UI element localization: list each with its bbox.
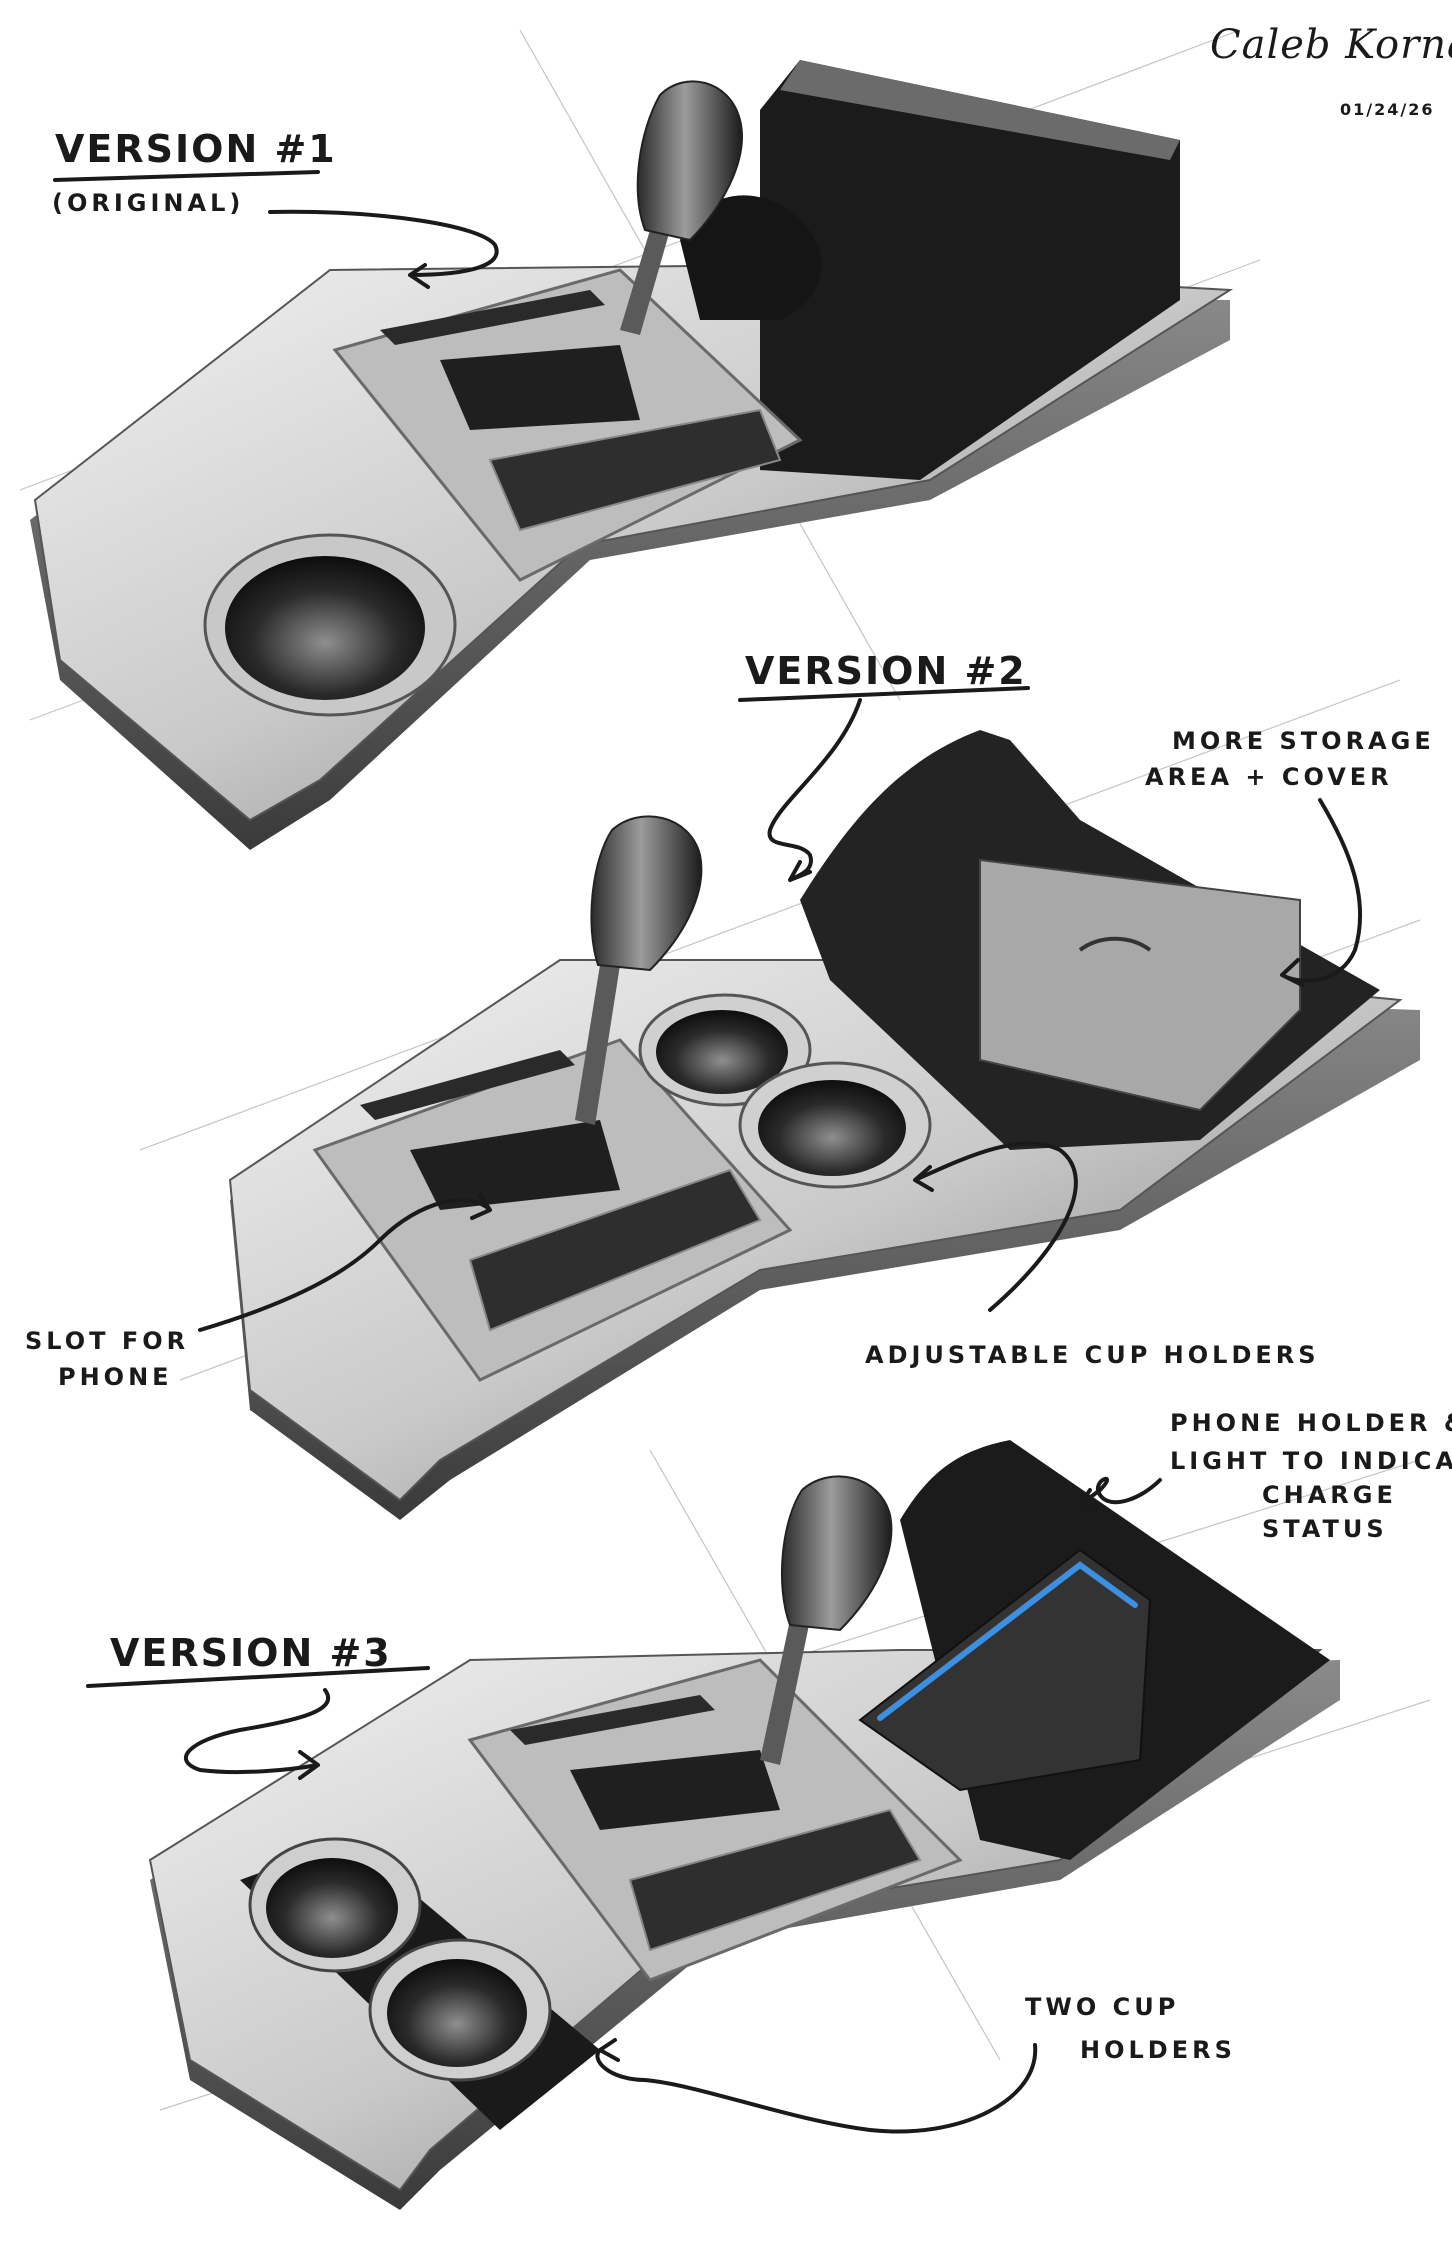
storage-cover [979,858,1301,1112]
signature-name: Caleb Kornau [1210,22,1452,68]
version3-arrow [184,1688,331,1780]
cupholder-1 [266,1858,398,1958]
signature-date: 01/24/26 [1340,100,1435,119]
cupholder-note: ADJUSTABLE CUP HOLDERS [865,1341,1320,1369]
phone-note-line3: CHARGE [1262,1481,1397,1509]
slot-note-line2: PHONE [58,1363,173,1391]
version2-title: VERSION #2 [745,649,1027,693]
slot-arrow [198,1193,492,1332]
cupholder-front [225,556,425,700]
phone-note-line1: PHONE HOLDER & [1170,1409,1452,1437]
version2-underline [738,686,1030,702]
version1-subtitle: (ORIGINAL) [52,189,245,217]
version1-title: VERSION #1 [55,127,337,171]
version2-arrow [767,698,862,882]
phone-note-line4: STATUS [1262,1515,1388,1543]
shifter-bezel [467,1658,963,1982]
annotation-strokes [53,170,1363,2134]
phone-arrow [1078,1476,1162,1512]
storage-arrow [1280,798,1363,987]
phone-slot [468,1168,762,1332]
version3-underline [86,1666,430,1688]
shifter-bezel [332,268,803,582]
storage-bin [760,60,1180,480]
cupholder-arrow [913,1141,1078,1312]
cupholder-2 [387,1959,527,2067]
version1-arrow [268,209,499,289]
console-version-3 [148,1440,1340,2210]
phone-holder [858,1548,1152,1792]
version3-title: VERSION #3 [110,1631,392,1675]
cupholder-rear [680,195,822,320]
adjustable-cupholder-rear [656,1010,788,1094]
console-version-1 [30,60,1234,850]
gear-knob [780,1475,893,1632]
adjustable-cupholder-front [758,1080,906,1176]
charge-status-light [877,1561,1138,1721]
two-cup-note-line2: HOLDERS [1080,2036,1236,2064]
gear-knob [590,815,703,972]
gear-knob [636,80,743,242]
storage-note-line2: AREA + COVER [1145,763,1393,791]
version1-underline [53,170,320,182]
console-version-2 [228,730,1420,1520]
storage-note-line1: MORE STORAGE [1172,727,1435,755]
slot-note-line1: SLOT FOR [25,1327,190,1355]
artist-signature: Caleb Kornau [1210,20,1452,70]
two-cup-arrow [595,2038,1038,2134]
phone-note-line2: LIGHT TO INDICATE [1170,1447,1452,1475]
two-cup-note-line1: TWO CUP [1025,1993,1180,2021]
